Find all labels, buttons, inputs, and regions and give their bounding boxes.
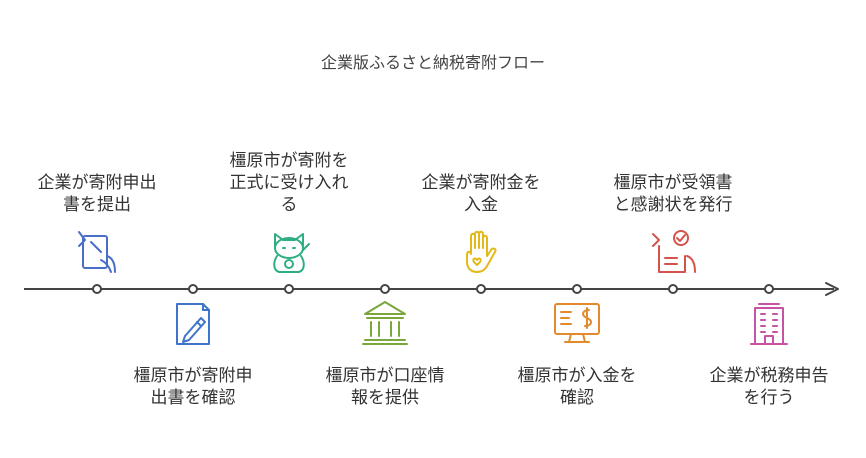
office-building-icon <box>743 298 795 350</box>
certificate-check-icon <box>647 226 699 278</box>
timeline-node-6 <box>572 284 582 294</box>
diagram-title: 企業版ふるさと納税寄附フロー <box>320 53 545 72</box>
writing-hand-icon <box>167 298 219 350</box>
timeline-node-1 <box>92 284 102 294</box>
monitor-dollar-icon <box>551 298 603 350</box>
step-label-5: 企業が寄附金を 入金 <box>421 173 541 215</box>
step-label-4: 橿原市が口座情 報を提供 <box>325 366 445 408</box>
step-label-3: 橿原市が寄附を 正式に受け入れ る <box>229 151 349 215</box>
bank-icon <box>359 298 411 350</box>
step-label-2: 橿原市が寄附申 出書を確認 <box>133 366 253 408</box>
step-label-6: 橿原市が入金を 確認 <box>517 366 637 408</box>
timeline-node-3 <box>284 284 294 294</box>
lucky-cat-icon <box>263 226 315 278</box>
timeline-node-8 <box>764 284 774 294</box>
timeline-node-7 <box>668 284 678 294</box>
timeline-arrowhead <box>825 282 839 296</box>
timeline-node-4 <box>380 284 390 294</box>
timeline-node-2 <box>188 284 198 294</box>
step-label-1: 企業が寄附申出 書を提出 <box>37 173 157 215</box>
document-pen-icon <box>71 226 123 278</box>
step-label-7: 橿原市が受領書 と感謝状を発行 <box>613 173 733 215</box>
step-label-8: 企業が税務申告 を行う <box>709 366 829 408</box>
timeline-node-5 <box>476 284 486 294</box>
hand-heart-icon <box>455 226 507 278</box>
